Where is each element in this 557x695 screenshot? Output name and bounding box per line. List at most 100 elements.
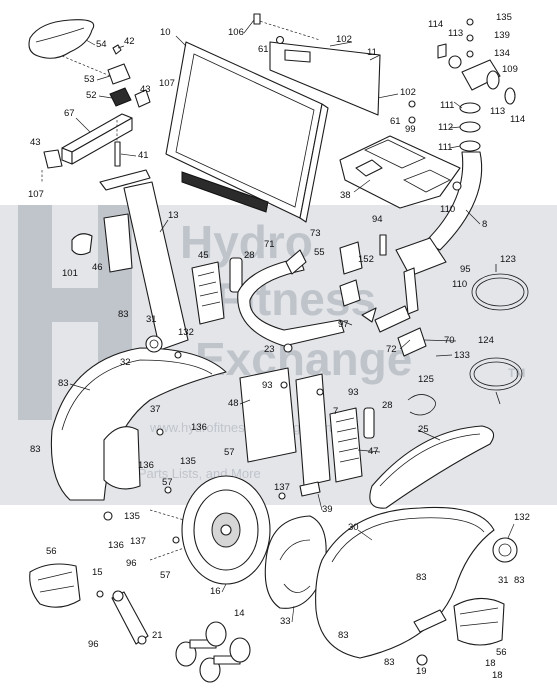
seat-assembly bbox=[28, 19, 151, 182]
callout-label: 30 bbox=[348, 522, 359, 533]
callout-label: 111 bbox=[440, 100, 454, 111]
callout-label: 97 bbox=[338, 319, 349, 330]
callout-label: 48 bbox=[228, 398, 239, 409]
left-shroud bbox=[50, 335, 227, 521]
tray-assembly bbox=[339, 135, 461, 209]
callout-label: 38 bbox=[340, 190, 351, 201]
callout-label: 107 bbox=[28, 189, 44, 200]
callout-label: 124 bbox=[478, 335, 494, 346]
callout-label: 57 bbox=[224, 447, 235, 458]
callout-label: 136 bbox=[138, 460, 154, 471]
highlight-arrow bbox=[361, 307, 377, 323]
cables bbox=[407, 264, 529, 416]
callout-label: 71 bbox=[264, 239, 275, 250]
callout-label: 83 bbox=[58, 378, 69, 389]
callout-label: 23 bbox=[264, 344, 275, 355]
callout-label: 21 bbox=[152, 630, 163, 641]
callout-label: 25 bbox=[418, 424, 429, 435]
callout-label: 8 bbox=[482, 219, 487, 230]
callout-label: 46 bbox=[92, 262, 103, 273]
callout-label: 52 bbox=[86, 90, 97, 101]
callout-label: 67 bbox=[64, 108, 75, 119]
callout-label: 114 bbox=[428, 19, 443, 30]
callout-label: 54 bbox=[96, 39, 107, 50]
callout-label: 28 bbox=[244, 250, 255, 261]
callout-label: 83 bbox=[338, 630, 349, 641]
callout-label: 132 bbox=[514, 512, 530, 523]
callout-label: 93 bbox=[348, 387, 359, 398]
frame-upright bbox=[71, 169, 243, 351]
callout-label: 152 bbox=[358, 254, 374, 265]
callout-label: 83 bbox=[416, 572, 427, 583]
callout-label: 136 bbox=[108, 540, 124, 551]
callout-label: 11 bbox=[367, 47, 377, 58]
callout-label: 109 bbox=[502, 64, 518, 75]
callout-label: 31 bbox=[498, 575, 509, 586]
callout-label: 57 bbox=[160, 570, 171, 581]
callout-label: 32 bbox=[120, 357, 131, 368]
callout-label: 134 bbox=[494, 48, 510, 59]
callout-labels: 54 42 53 52 43 107 67 41 43 107 10 106 6… bbox=[28, 12, 530, 681]
right-shroud bbox=[315, 506, 518, 659]
callout-label: 61 bbox=[390, 116, 401, 127]
callout-label: 113 bbox=[490, 106, 505, 117]
callout-label: 112 bbox=[438, 122, 453, 133]
callout-label: 114 bbox=[510, 114, 525, 125]
callout-label: 133 bbox=[454, 350, 470, 361]
callout-label: 55 bbox=[314, 247, 325, 258]
callout-label: 83 bbox=[514, 575, 525, 586]
callout-label: 83 bbox=[30, 444, 41, 455]
callout-label: 93 bbox=[262, 380, 273, 391]
callout-label: 33 bbox=[280, 616, 291, 627]
callout-label: 14 bbox=[234, 608, 245, 619]
callout-label: 83 bbox=[118, 309, 129, 320]
callout-label: 99 bbox=[405, 124, 416, 135]
drive-belt bbox=[369, 425, 495, 509]
callout-label: 110 bbox=[452, 279, 467, 290]
callout-label: 135 bbox=[124, 511, 140, 522]
handlebar bbox=[237, 234, 447, 357]
callout-label: 56 bbox=[496, 647, 507, 658]
callout-label: 37 bbox=[150, 404, 161, 415]
callout-label: 107 bbox=[159, 78, 175, 89]
callout-label: 123 bbox=[500, 254, 516, 265]
callout-label: 57 bbox=[162, 477, 173, 488]
callout-label: 135 bbox=[496, 12, 512, 23]
callout-label: 102 bbox=[400, 87, 416, 98]
callout-label: 110 bbox=[440, 204, 455, 215]
callout-label: 31 bbox=[146, 314, 157, 325]
callout-label: 72 bbox=[386, 344, 397, 355]
callout-label: 136 bbox=[191, 422, 207, 433]
callout-label: 102 bbox=[336, 34, 352, 45]
leader-lines bbox=[69, 19, 515, 623]
callout-label: 13 bbox=[168, 210, 179, 221]
callout-label: 53 bbox=[84, 74, 95, 85]
callout-label: 39 bbox=[322, 504, 333, 515]
callout-label: 28 bbox=[382, 400, 393, 411]
callout-label: 42 bbox=[124, 36, 135, 47]
handlebar-pivot bbox=[424, 18, 516, 251]
callout-label: 137 bbox=[274, 482, 290, 493]
flywheel bbox=[149, 475, 286, 585]
callout-label: 83 bbox=[384, 657, 395, 668]
callout-label: 106 bbox=[228, 27, 244, 38]
console-assembly bbox=[165, 13, 416, 223]
callout-label: 113 bbox=[448, 28, 463, 39]
callout-label: 96 bbox=[88, 639, 99, 650]
callout-label: 15 bbox=[92, 567, 103, 578]
callout-label: 132 bbox=[178, 327, 194, 338]
callout-label: 10 bbox=[160, 27, 171, 38]
callout-label: 96 bbox=[126, 558, 137, 569]
pedal-left bbox=[29, 563, 149, 645]
callout-label: 139 bbox=[494, 30, 510, 41]
callout-label: 7 bbox=[333, 406, 338, 417]
dumbbells bbox=[175, 621, 251, 683]
callout-label: 56 bbox=[46, 546, 57, 557]
callout-label: 95 bbox=[460, 264, 471, 275]
callout-label: 16 bbox=[210, 586, 221, 597]
callout-label: 125 bbox=[418, 374, 434, 385]
callout-label: 61 bbox=[258, 44, 269, 55]
callout-label: 135 bbox=[180, 456, 196, 467]
callout-label: 19 bbox=[416, 666, 427, 677]
